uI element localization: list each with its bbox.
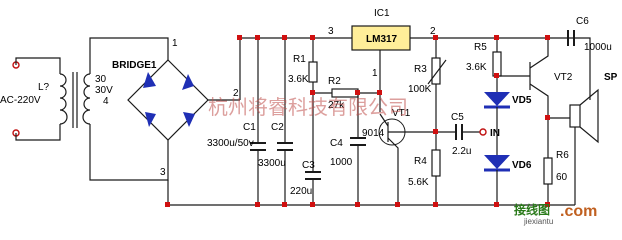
r2-value: 27k (328, 100, 345, 111)
transformer: L? 30 30V 4 (38, 37, 169, 181)
resistor-r4: R4 5.6K (408, 149, 441, 205)
capacitor-c6: C6 1000u (567, 16, 612, 100)
ic-pin2: 2 (430, 26, 436, 37)
bridge-diode-4 (183, 112, 195, 127)
resistor-r5: R5 3.6K (466, 38, 502, 92)
vd6-triangle (484, 155, 510, 169)
schematic: AC-220V L? 30 30V 4 BRIDGE1 1 2 3 (0, 8, 618, 226)
bridge-label: BRIDGE1 (112, 60, 157, 71)
capacitor-c5: C5 2.2u IN (436, 112, 500, 157)
diode-vd5: VD5 (484, 92, 532, 109)
ac-input: AC-220V (0, 57, 61, 141)
sp-label: SP (604, 72, 618, 83)
logo-text: 接线图 (514, 202, 550, 217)
bridge-pin1: 1 (172, 38, 178, 49)
r3-label: R3 (414, 64, 427, 75)
bridge-diode-1 (143, 72, 156, 88)
capacitor-c2: C2 3300u (258, 38, 293, 205)
capacitor-c4: C4 1000 (330, 93, 366, 205)
c2-value: 3300u (258, 158, 286, 169)
bridge-diode-2 (182, 74, 194, 90)
vd5-triangle (484, 92, 510, 106)
r4-value: 5.6K (408, 177, 429, 188)
r6-label: R6 (556, 150, 569, 161)
bridge-pin3: 3 (160, 167, 166, 178)
ic-body (351, 25, 411, 51)
vt2-label: VT2 (554, 72, 573, 83)
c1-label: C1 (243, 122, 256, 133)
r5-label: R5 (474, 42, 487, 53)
transformer-secondary: 30V (95, 85, 113, 96)
vd5-label: VD5 (512, 95, 532, 106)
transformer-label: L? (38, 82, 50, 93)
capacitor-c1: C1 3300u/50v (207, 38, 266, 205)
bridge-rectifier: BRIDGE1 1 2 3 (112, 38, 240, 178)
logo-com: .com (560, 203, 597, 220)
speaker-sp: SP (569, 72, 618, 205)
vt1-part: 9014 (362, 128, 385, 139)
input-terminal (479, 128, 487, 136)
c1-value: 3300u/50v (207, 138, 254, 149)
ic-pin1: 1 (372, 68, 378, 79)
c5-value: 2.2u (452, 146, 471, 157)
r2-label: R2 (328, 76, 341, 87)
site-logo: 接线图 .com jiexiantu (514, 202, 597, 226)
bridge-pin2: 2 (233, 88, 239, 99)
transformer-pin4: 4 (103, 96, 109, 107)
r6-value: 60 (556, 172, 568, 183)
transformer-ratio: 30 (95, 74, 107, 85)
ic-label: IC1 (374, 8, 390, 19)
resistor-r1: R1 3.6K (288, 38, 318, 93)
vt1-label: VT1 (392, 108, 411, 119)
c3-label: C3 (302, 160, 315, 171)
r3-value: 100K (408, 84, 432, 95)
circuit-diagram: AC-220V L? 30 30V 4 BRIDGE1 1 2 3 (0, 8, 618, 226)
logo-url: jiexiantu (523, 217, 553, 226)
c5-label: C5 (451, 112, 464, 123)
bridge-diode-3 (145, 112, 156, 127)
r1-value: 3.6K (288, 74, 309, 85)
r5-value: 3.6K (466, 62, 487, 73)
r1-label: R1 (293, 54, 306, 65)
ac-label: AC-220V (0, 95, 41, 106)
transistor-vt1: VT1 9014 (362, 93, 436, 205)
c6-label: C6 (576, 16, 589, 27)
c3-value: 220u (290, 186, 312, 197)
resistor-r6: R6 60 (543, 118, 569, 205)
c2-label: C2 (271, 122, 284, 133)
ic-lm317: LM317 IC1 3 1 2 (328, 8, 436, 93)
transistor-vt2: VT2 (497, 38, 573, 100)
c4-label: C4 (330, 138, 343, 149)
junction-dots (165, 35, 550, 207)
in-label: IN (490, 128, 500, 139)
ic-pin3: 3 (328, 26, 334, 37)
vd6-label: VD6 (512, 160, 532, 171)
watermark: 杭州将睿科技有限公司 (208, 95, 408, 119)
capacitor-c3: C3 220u (290, 160, 321, 205)
r4-label: R4 (414, 156, 427, 167)
c6-value: 1000u (584, 42, 612, 53)
diode-vd6: VD6 (484, 155, 532, 172)
c4-value: 1000 (330, 157, 353, 168)
resistor-r3: R3 100K (408, 38, 447, 150)
ic-part: LM317 (366, 34, 398, 45)
